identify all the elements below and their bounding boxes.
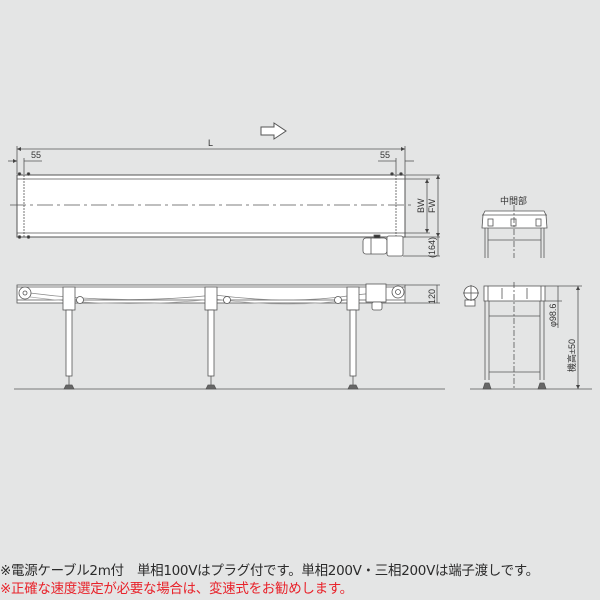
top-view — [8, 146, 440, 257]
machine-height-label: 機高±50 — [566, 339, 577, 372]
leg — [346, 286, 360, 390]
belt-width-label: BW — [416, 198, 426, 213]
end-view-drive — [463, 282, 592, 390]
frame-width-label: FW — [427, 199, 437, 213]
pulley-diameter-label: φ98.6 — [548, 304, 558, 327]
frame-height-label: 120 — [427, 289, 437, 304]
end-view-middle-section — [481, 205, 548, 258]
right-offset-label: 55 — [380, 150, 390, 160]
flow-direction-arrow-icon — [260, 122, 287, 140]
speed-selection-warning: ※正確な速度選定が必要な場合は、変速式をお勧めします。 — [0, 581, 353, 597]
motor-protrusion-label: (164) — [427, 237, 437, 258]
power-cable-note: ※電源ケーブル2m付 単相100Vはプラグ付です。単相200V・三相200Vは端… — [0, 563, 539, 579]
leg — [62, 286, 76, 390]
leg — [204, 286, 218, 390]
left-offset-label: 55 — [31, 150, 41, 160]
middle-section-label: 中間部 — [500, 195, 527, 206]
length-dimension-label: L — [208, 138, 213, 148]
side-view — [14, 283, 445, 390]
